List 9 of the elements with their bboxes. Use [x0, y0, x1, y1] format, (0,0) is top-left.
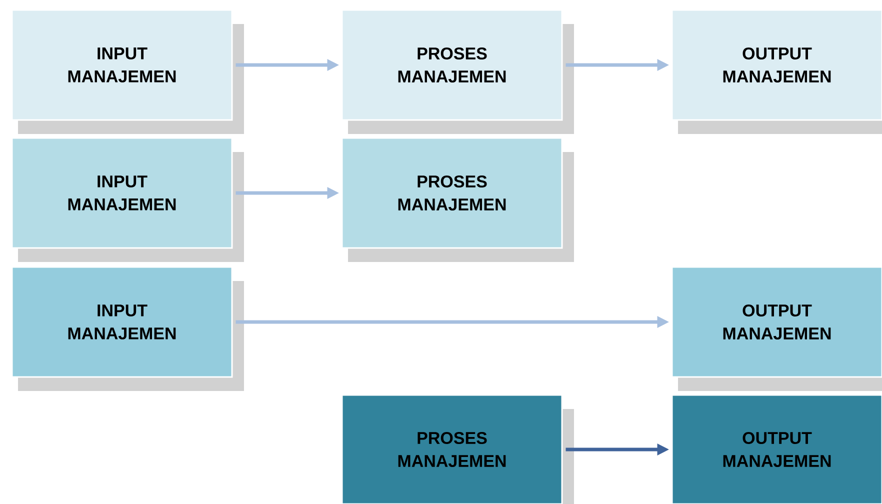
process-box: OUTPUT MANAJEMEN [671, 394, 882, 504]
process-box: PROSES MANAJEMEN [341, 9, 563, 121]
process-box: INPUT MANAJEMEN [11, 266, 233, 378]
process-box: OUTPUT MANAJEMEN [671, 9, 882, 121]
process-box: INPUT MANAJEMEN [11, 9, 233, 121]
process-box: INPUT MANAJEMEN [11, 137, 233, 249]
process-box: OUTPUT MANAJEMEN [671, 266, 882, 378]
process-box: PROSES MANAJEMEN [341, 394, 563, 504]
process-box: PROSES MANAJEMEN [341, 137, 563, 249]
